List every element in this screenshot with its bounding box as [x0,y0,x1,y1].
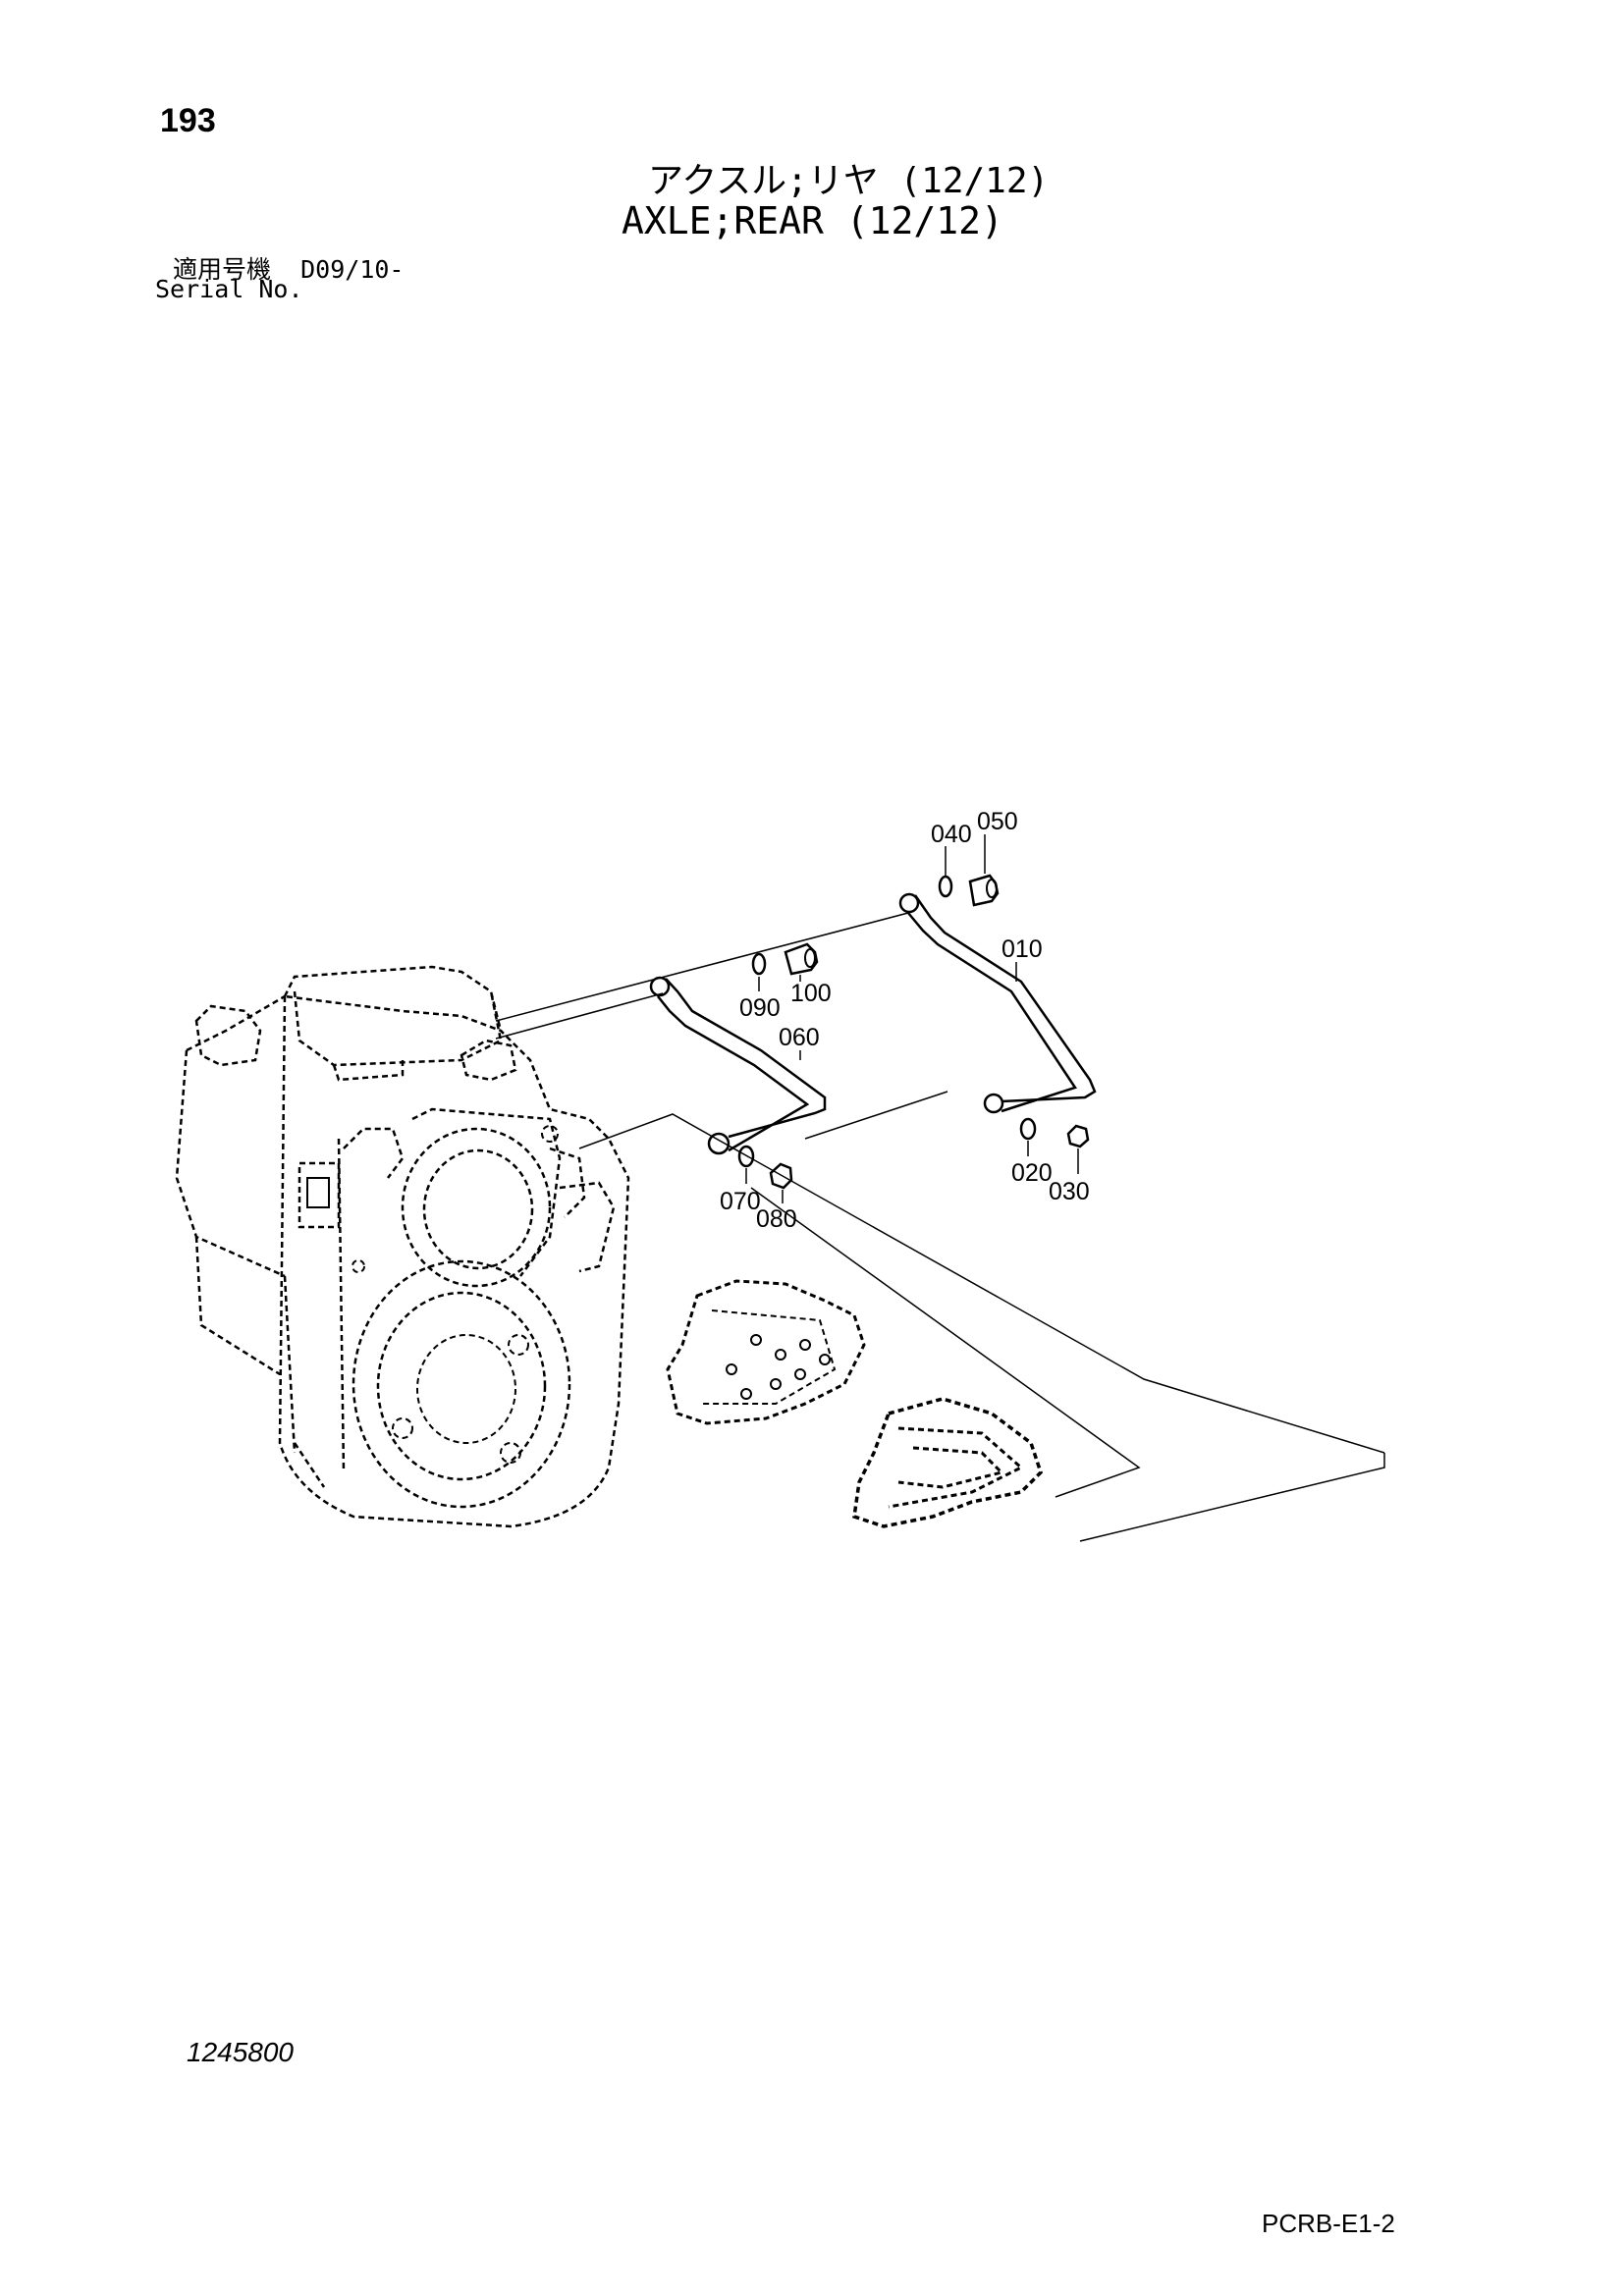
label-030: 030 [1049,1178,1090,1205]
label-040: 040 [931,821,972,848]
label-070: 070 [720,1188,761,1215]
serial-line: 適用号機 D09/10- [173,250,404,286]
label-090: 090 [739,994,781,1022]
document-code: PCRB-E1-2 [1262,2209,1395,2238]
pipe-010 [898,892,1097,1114]
ring-040 [938,875,953,898]
ring-090 [751,952,767,976]
bolt-100 [784,942,819,976]
title-english: AXLE;REAR (12/12) [622,199,1003,242]
part-labels: 040 050 010 090 100 060 070 080 020 030 [720,808,1090,1233]
valve-block-drawing [852,1397,1044,1528]
label-010: 010 [1001,935,1043,963]
leader-lines [495,912,1385,1542]
bolt-030 [1066,1124,1090,1148]
label-080: 080 [756,1205,797,1233]
label-020: 020 [1011,1159,1053,1187]
label-050: 050 [977,808,1018,835]
ring-070 [737,1145,755,1168]
label-060: 060 [779,1024,820,1051]
bolt-080 [769,1162,793,1190]
serial-label-japanese: 適用号機 [173,255,272,284]
page-number: 193 [160,102,216,139]
serial-label-english: Serial No. [155,275,303,303]
title-japanese: アクスル;リヤ (12/12) [648,161,1050,201]
axle-housing-drawing [175,965,630,1528]
valve-plate-drawing [666,1279,866,1425]
pipe-060 [649,976,827,1155]
bolt-050 [968,874,1000,907]
ring-020 [1019,1117,1037,1141]
serial-value: D09/10- [300,255,405,284]
drawing-number: 1245800 [187,2037,295,2067]
label-100: 100 [790,980,832,1007]
